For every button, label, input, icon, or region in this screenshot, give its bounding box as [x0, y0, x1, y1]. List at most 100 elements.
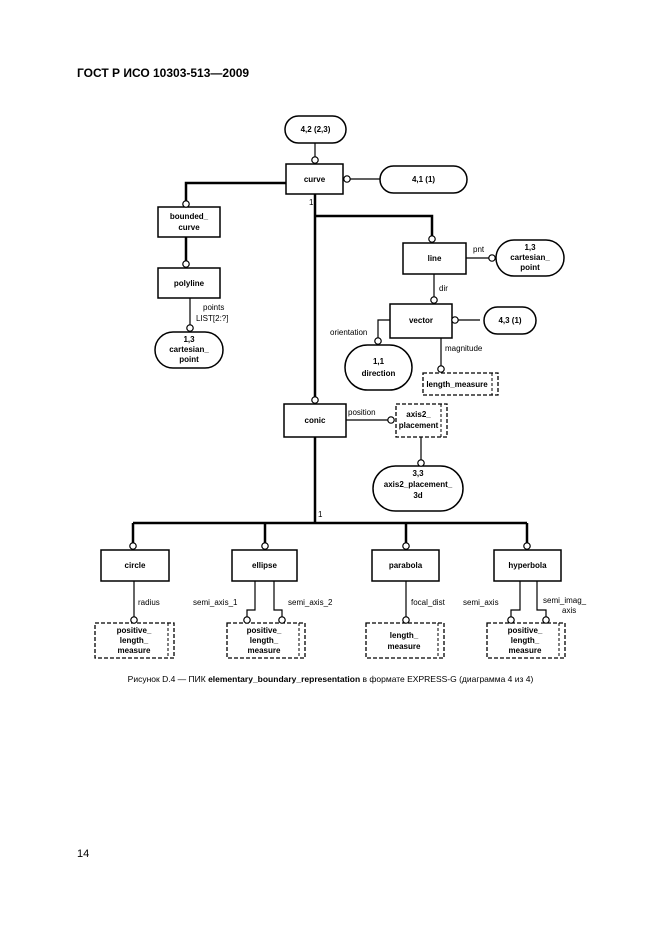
page-ref-vector[interactable]: 4,3 (1): [483, 306, 537, 335]
parabola-type-label-1: length_: [390, 631, 419, 640]
circle-polyline-top: [182, 260, 190, 268]
entity-bounded-curve[interactable]: bounded_ curve: [157, 206, 221, 238]
circle-bounded-curve-top: [182, 200, 190, 208]
parabola-type-label-2: measure: [388, 642, 421, 651]
circle-conic-placement: [387, 416, 395, 424]
axis2-placement-label-2: placement: [399, 421, 439, 430]
hyperbola-type-label-3: measure: [509, 646, 542, 655]
label-radius: radius: [138, 598, 160, 607]
page-ref-vector-label: 4,3 (1): [498, 316, 521, 325]
type-ellipse-axes[interactable]: positive_ length_ measure: [226, 622, 306, 659]
circle-focal: [402, 616, 410, 624]
label-semi-imag-1: semi_imag_: [543, 596, 587, 605]
label-semi-axis-1: semi_axis_1: [193, 598, 238, 607]
circle-radius: [130, 616, 138, 624]
entity-parabola[interactable]: parabola: [371, 549, 440, 582]
circle-conic-top: [311, 396, 319, 404]
circle-vector-direction: [374, 337, 382, 345]
document-header: ГОСТ Р ИСО 10303-513—2009: [77, 66, 250, 80]
page-ref-direction[interactable]: 1,1 direction: [344, 344, 413, 391]
curve-label: curve: [304, 175, 326, 184]
page-ref-curve[interactable]: 4,1 (1): [379, 165, 468, 194]
page-ref-line-point[interactable]: 1,3 cartesian_ point: [495, 239, 565, 277]
parabola-label: parabola: [389, 561, 423, 570]
label-magnitude: magnitude: [445, 344, 483, 353]
entity-ellipse[interactable]: ellipse: [231, 549, 298, 582]
page-ref-line-point-1: 1,3: [524, 243, 536, 252]
page-ref-direction-2: direction: [362, 369, 396, 378]
circle-parabola-top: [402, 542, 410, 550]
circle-type-label-3: measure: [118, 646, 151, 655]
type-parabola-focal[interactable]: length_ measure: [365, 622, 445, 659]
circle-line-top: [428, 235, 436, 243]
line-label: line: [428, 254, 442, 263]
ellipse-type-label-2: length_: [250, 636, 279, 645]
bounded-curve-label-2: curve: [178, 223, 200, 232]
page-ref-polyline-point-3: point: [179, 355, 199, 364]
entity-conic[interactable]: conic: [283, 403, 347, 438]
page-ref-top[interactable]: 4,2 (2,3): [284, 115, 347, 144]
page-ref-top-label: 4,2 (2,3): [301, 125, 331, 134]
hyperbola-label: hyperbola: [508, 561, 547, 570]
entity-curve[interactable]: curve: [285, 163, 344, 195]
label-focal-dist: focal_dist: [411, 598, 446, 607]
type-axis2-placement[interactable]: axis2_ placement: [395, 403, 448, 438]
figure-caption: Рисунок D.4 — ПИК elementary_boundary_re…: [0, 674, 661, 684]
circle-line-vector: [430, 296, 438, 304]
entity-polyline[interactable]: polyline: [157, 267, 221, 299]
circle-type-label-1: positive_: [117, 626, 152, 635]
circle-circle-top: [129, 542, 137, 550]
page-ref-curve-label: 4,1 (1): [412, 175, 435, 184]
page-ref-placement3d-3: 3d: [413, 491, 422, 500]
entity-line[interactable]: line: [402, 242, 467, 275]
type-circle-radius[interactable]: positive_ length_ measure: [94, 622, 175, 659]
circle-hyperbola-top: [523, 542, 531, 550]
page-ref-placement3d[interactable]: 3,3 axis2_placement_ 3d: [372, 465, 464, 512]
ellipse-type-label-1: positive_: [247, 626, 282, 635]
page-ref-polyline-point-1: 1,3: [183, 335, 195, 344]
page-ref-polyline-point-2: cartesian_: [169, 345, 209, 354]
entity-circle[interactable]: circle: [100, 549, 170, 582]
entity-hyperbola[interactable]: hyperbola: [493, 549, 562, 582]
entity-vector[interactable]: vector: [389, 303, 453, 339]
label-one-curve: 1: [309, 198, 314, 207]
label-semi-axis-2: semi_axis_2: [288, 598, 333, 607]
circle-semi-axis: [507, 616, 515, 624]
circle-placement-ref: [417, 459, 425, 467]
page-ref-placement3d-2: axis2_placement_: [384, 480, 453, 489]
label-semi-imag-2: axis: [562, 606, 576, 615]
circle-label: circle: [125, 561, 146, 570]
length-measure-vector-label: length_measure: [426, 380, 488, 389]
caption-suffix: в формате EXPRESS-G (диаграмма 4 из 4): [360, 674, 534, 684]
label-points: points: [203, 303, 224, 312]
page-ref-line-point-3: point: [520, 263, 540, 272]
page-number: 14: [77, 848, 90, 860]
label-semi-axis: semi_axis: [463, 598, 499, 607]
attribute-labels: 1 points LIST[2:?] pnt dir orientation m…: [138, 198, 587, 615]
relationship-circles: [129, 156, 550, 624]
caption-bold: elementary_boundary_representation: [208, 674, 361, 684]
polyline-label: polyline: [174, 279, 205, 288]
circle-vector-length: [437, 365, 445, 373]
circle-axis2: [278, 616, 286, 624]
circle-ellipse-top: [261, 542, 269, 550]
circle-axis1: [243, 616, 251, 624]
axis2-placement-label-1: axis2_: [406, 410, 431, 419]
ellipse-label: ellipse: [252, 561, 277, 570]
vector-label: vector: [409, 316, 433, 325]
line-curve-line: [315, 214, 434, 238]
page-ref-polyline-point[interactable]: 1,3 cartesian_ point: [154, 331, 224, 369]
type-hyperbola-axes[interactable]: positive_ length_ measure: [486, 622, 566, 659]
circle-curve-right: [343, 175, 351, 183]
hyperbola-type-label-1: positive_: [508, 626, 543, 635]
label-one-conic: 1: [318, 510, 323, 519]
page-ref-placement3d-1: 3,3: [412, 469, 424, 478]
circle-type-label-2: length_: [120, 636, 149, 645]
ellipse-type-label-3: measure: [248, 646, 281, 655]
label-pnt: pnt: [473, 245, 485, 254]
caption-prefix: Рисунок D.4 — ПИК: [127, 674, 209, 684]
type-length-measure-vector[interactable]: length_measure: [422, 372, 499, 396]
conic-label: conic: [305, 416, 326, 425]
bounded-curve-label-1: bounded_: [170, 212, 209, 221]
